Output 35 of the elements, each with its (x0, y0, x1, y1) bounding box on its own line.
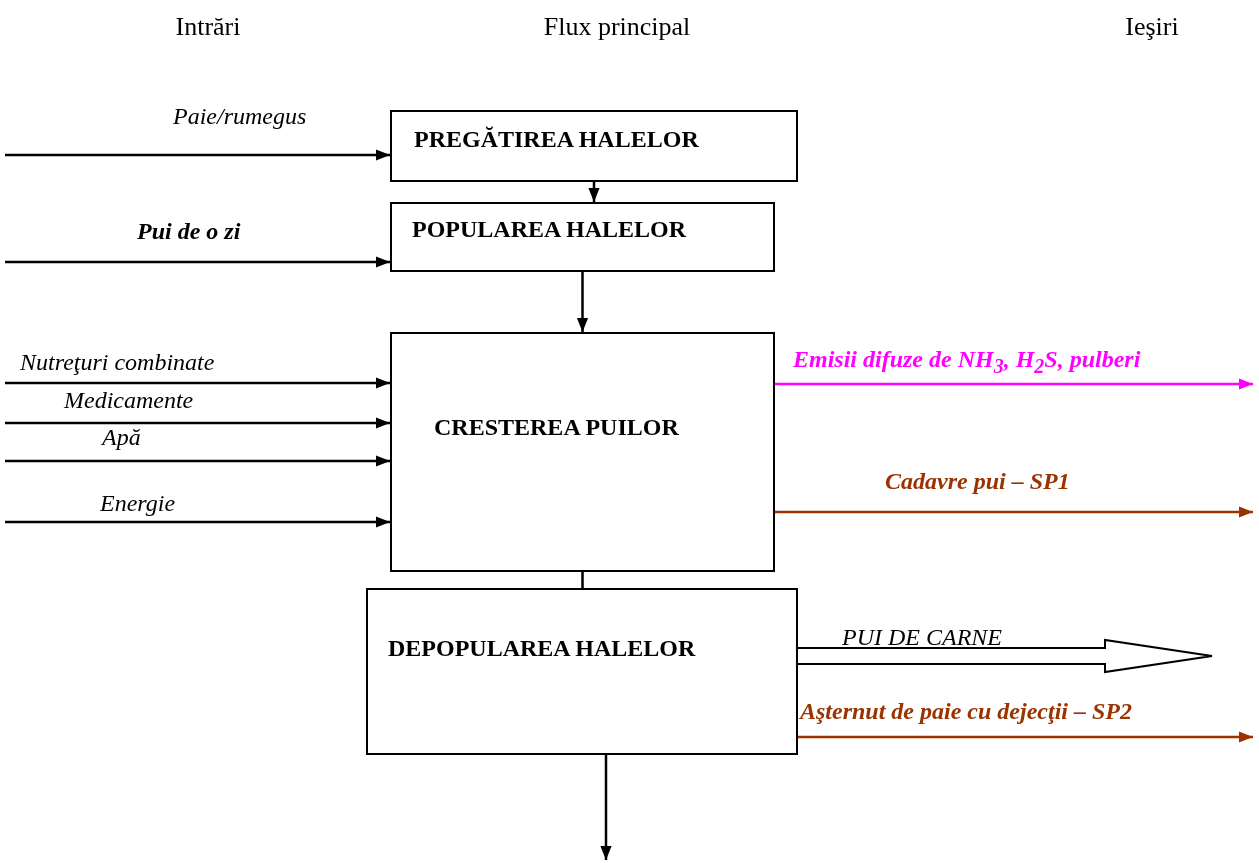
arrow (5, 256, 390, 268)
arrow (576, 272, 589, 332)
process-box (366, 588, 798, 755)
connector-line (581, 572, 584, 588)
process-box (390, 202, 775, 272)
arrow (600, 755, 612, 860)
arrow (588, 182, 600, 202)
process-label: PREGĂTIREA HALELOR (414, 126, 699, 153)
column-heading: Intrări (175, 12, 241, 42)
edge-label: Aşternut de paie cu dejecţii – SP2 (800, 698, 1132, 724)
arrow (5, 516, 390, 528)
arrow (5, 455, 390, 467)
arrow (5, 417, 390, 429)
edge-label: Medicamente (64, 387, 194, 413)
edge-label: Cadavre pui – SP1 (885, 468, 1070, 494)
process-label: DEPOPULAREA HALELOR (388, 635, 696, 662)
arrow (5, 149, 390, 161)
process-box (390, 332, 775, 572)
arrow (775, 378, 1253, 390)
edge-label: Paie/rumegus (173, 103, 307, 129)
edge-label: PUI DE CARNE (842, 624, 1002, 650)
edge-label: Nutreţuri combinate (20, 349, 215, 375)
hollow-arrow (797, 638, 1213, 674)
arrow (798, 731, 1253, 743)
column-heading: Ieşiri (1125, 12, 1179, 42)
process-label: POPULAREA HALELOR (412, 216, 687, 243)
edge-label: Emisii difuze de NH$_{3}$, H$_{2}$S, pulberi (793, 346, 1141, 379)
process-label: CRESTEREA PUILOR (434, 414, 679, 441)
edge-label: Pui de o zi (137, 218, 241, 244)
arrow (5, 377, 390, 389)
edge-label: Energie (100, 490, 176, 516)
column-heading: Flux principal (543, 12, 691, 42)
arrow (775, 506, 1253, 518)
process-box (390, 110, 798, 182)
edge-label: Apă (102, 424, 141, 450)
